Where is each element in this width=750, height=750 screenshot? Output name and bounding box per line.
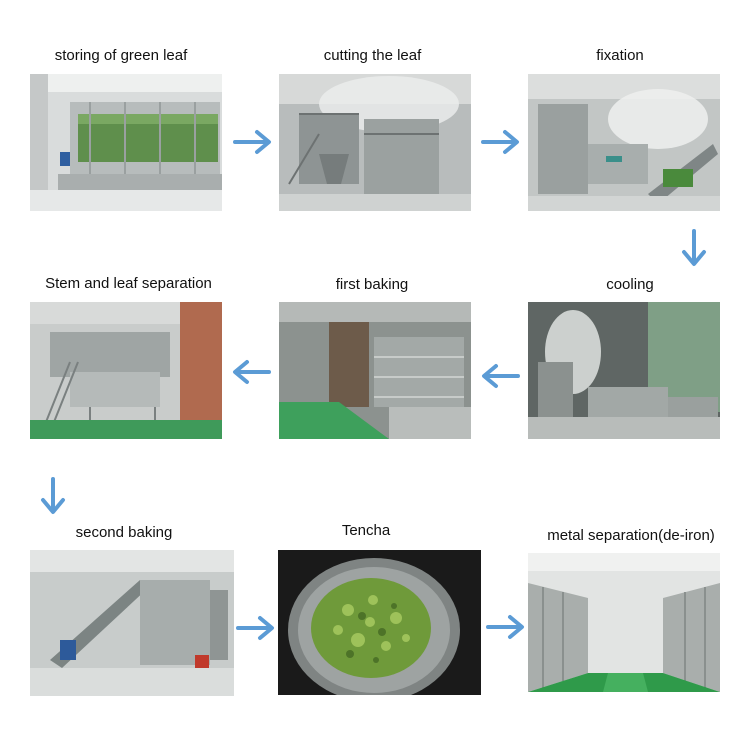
arrow-right-4 [486, 612, 526, 642]
step-label-first-baking: first baking [335, 276, 409, 293]
arrow-right-2 [481, 127, 521, 157]
arrow-right-3 [236, 613, 276, 643]
arrow-right-1 [233, 127, 273, 157]
photo-cooling [528, 302, 720, 439]
step-label-second-baking: second baking [75, 524, 173, 541]
photo-first-baking [279, 302, 471, 439]
photo-metal-separation [528, 553, 720, 692]
step-label-fixation: fixation [596, 47, 644, 64]
step-label-cooling: cooling [606, 276, 654, 293]
photo-fixation [528, 74, 720, 211]
step-label-stem-leaf: Stem and leaf separation [45, 275, 212, 292]
arrow-left-2 [480, 361, 520, 391]
arrow-left-1 [231, 357, 271, 387]
photo-storing-green-leaf [30, 74, 222, 211]
arrow-down-1 [676, 228, 712, 268]
photo-cutting-the-leaf [279, 74, 471, 211]
photo-tencha [278, 550, 481, 695]
step-label-metal-separation: metal separation(de-iron) [547, 527, 715, 544]
step-label-storing: storing of green leaf [54, 47, 188, 64]
step-label-cutting: cutting the leaf [323, 47, 422, 64]
photo-second-baking [30, 550, 234, 696]
step-label-tencha: Tencha [341, 522, 391, 539]
arrow-down-2 [35, 476, 71, 516]
photo-stem-leaf-separation [30, 302, 222, 439]
